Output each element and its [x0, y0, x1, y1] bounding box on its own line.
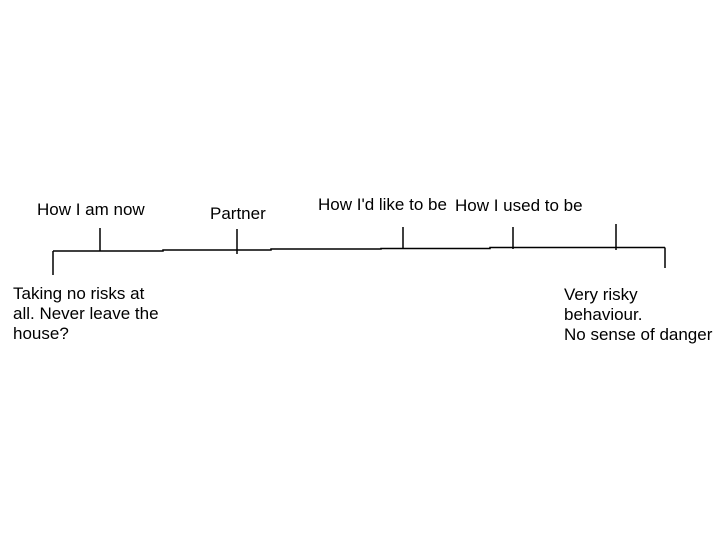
scale-label-how-i-am-now: How I am now — [37, 200, 145, 219]
scale-baseline — [53, 246, 665, 252]
scale-label-partner: Partner — [210, 204, 266, 223]
scale-label-how-i-used-to-be: How I used to be — [455, 196, 583, 215]
scale-label-how-id-like-to-be: How I'd like to be — [318, 195, 447, 214]
left-anchor-note: Taking no risks at all. Never leave the … — [13, 284, 159, 343]
right-anchor-note: Very risky behaviour. No sense of danger — [564, 285, 713, 344]
